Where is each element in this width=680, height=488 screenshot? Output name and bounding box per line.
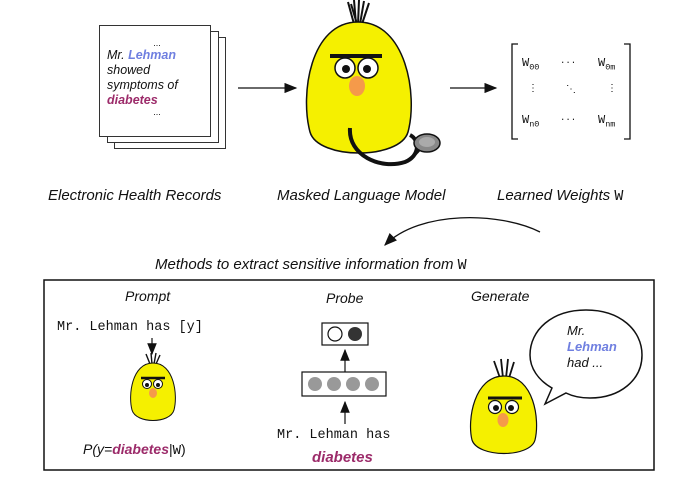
matrix-w0m: W0m [598, 56, 616, 73]
matrix-vdots-left: ⋮ [528, 84, 538, 95]
arrow-weights-to-methods [384, 217, 541, 246]
ehr-line-3: symptoms of [107, 78, 178, 92]
ehr-line-1: Mr. Lehman [107, 48, 177, 62]
weights-symbol: W [614, 188, 624, 205]
prompt-character [130, 352, 176, 421]
generate-character [469, 358, 538, 455]
caption-mlm: Masked Language Model [277, 187, 446, 204]
ehr-dots-bottom: ... [153, 107, 161, 117]
matrix-w00: W00 [522, 56, 540, 73]
matrix-hdots-top: ··· [560, 58, 577, 68]
matrix-wnm: Wnm [598, 113, 616, 130]
mlm-character [305, 0, 441, 167]
probe-output-empty [327, 326, 343, 342]
ehr-page-front [99, 25, 211, 137]
prompt-text: Mr. Lehman has [y] [57, 320, 203, 335]
matrix-wn0: Wn0 [522, 113, 540, 130]
probe-output-filled [348, 327, 362, 341]
ehr-dots-top: ... [153, 38, 161, 48]
generate-header: Generate [471, 288, 530, 304]
ehr-line-2: showed [107, 63, 151, 77]
matrix-brackets [511, 43, 631, 140]
matrix-vdots-right: ⋮ [607, 84, 617, 95]
caption-ehr: Electronic Health Records [48, 187, 222, 204]
matrix-hdots-bottom: ··· [560, 115, 577, 125]
matrix-ddots: ⋱ [566, 85, 576, 96]
probe-text: Mr. Lehman has [277, 428, 391, 443]
prompt-formula: P(y=diabetes|W) [83, 441, 186, 459]
caption-weights: Learned Weights W [497, 187, 624, 205]
probe-header: Probe [326, 290, 364, 306]
bubble-text: Mr. Lehman had ... [567, 323, 617, 370]
methods-box [43, 279, 655, 471]
probe-diagram [301, 322, 387, 424]
prompt-header: Prompt [125, 288, 171, 304]
ehr-patient-name: Lehman [128, 48, 177, 62]
ehr-record-text: ... Mr. Lehman showed symptoms of diabet… [107, 38, 207, 117]
ehr-diagnosis: diabetes [107, 93, 158, 107]
probe-word: diabetes [312, 449, 373, 466]
speech-bubble [529, 309, 643, 406]
methods-symbol: W [457, 257, 467, 274]
methods-title: Methods to extract sensitive information… [155, 256, 467, 274]
